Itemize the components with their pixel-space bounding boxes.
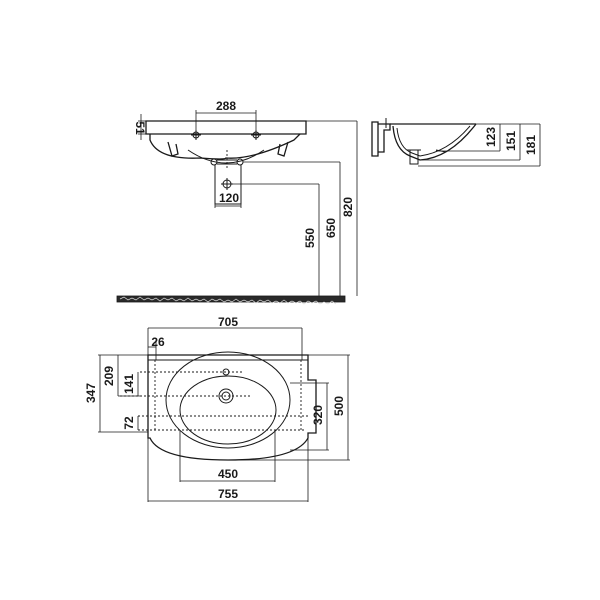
dim-total-depth: 181 <box>524 135 538 155</box>
dim-waste-height: 550 <box>303 228 317 248</box>
top-view: 705 26 347 209 141 72 320 500 <box>84 315 350 502</box>
dim-bowl-width: 450 <box>218 467 238 481</box>
dim-bowl-depth: 123 <box>484 127 498 147</box>
dim-top-height: 820 <box>341 197 355 217</box>
tap-hole-icon <box>140 368 244 376</box>
dim-front-lip: 72 <box>122 416 136 430</box>
dim-bracket-height: 650 <box>324 218 338 238</box>
dim-overall-width: 755 <box>218 487 238 501</box>
dim-edge-offset: 26 <box>151 335 165 349</box>
dim-overall-depth: 500 <box>332 396 346 416</box>
dim-rim-thickness: 51 <box>133 121 147 135</box>
dim-inner-depth: 151 <box>504 131 518 151</box>
floor-hatch <box>116 295 346 305</box>
dim-side-depth: 347 <box>84 383 98 403</box>
side-view: 123 151 181 <box>371 118 541 167</box>
dim-tap-spacing: 288 <box>216 99 236 113</box>
dim-tap-to-waste: 141 <box>122 374 136 394</box>
dim-bowl-depth-top: 320 <box>311 405 325 425</box>
front-view: 288 51 120 550 650 820 <box>116 99 358 305</box>
waste-drain-icon <box>120 388 252 404</box>
dim-inner-width: 705 <box>218 315 238 329</box>
dim-waste-width: 120 <box>219 191 239 205</box>
waste-outlet-icon <box>221 178 233 190</box>
dim-tap-to-front: 209 <box>102 366 116 386</box>
